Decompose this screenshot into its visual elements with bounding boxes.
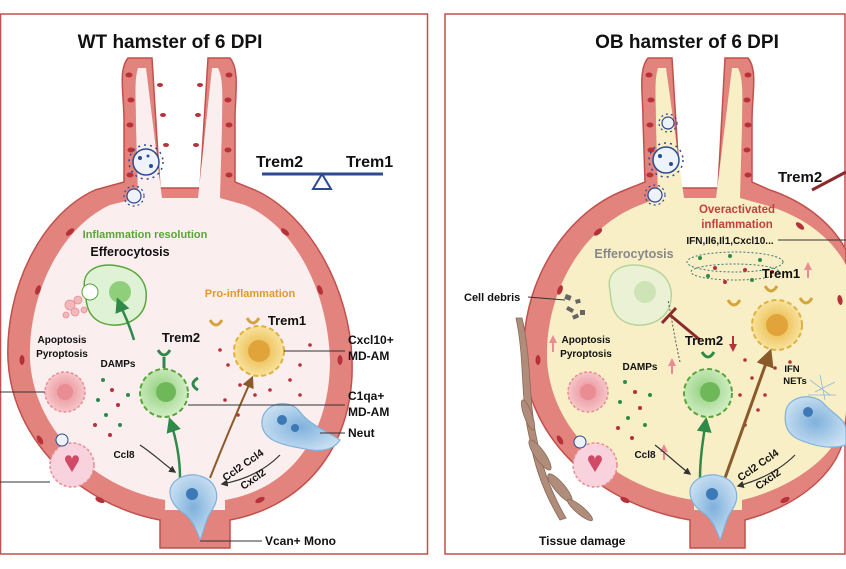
ob-damps-up-arrow-icon — [668, 358, 676, 374]
wt-balance-trem2: Trem2 — [256, 154, 303, 171]
ob-trem2-cell-label: Trem2 — [685, 333, 723, 348]
wt-efferocytosis-macrophage — [81, 264, 147, 326]
wt-efferocytosis-label: Efferocytosis — [90, 245, 169, 259]
wt-trem1-cell-label: Trem1 — [268, 313, 306, 328]
ob-efferocytosis-label: Efferocytosis — [594, 247, 673, 261]
wt-c1qa-label: C1qa+ — [348, 389, 384, 403]
wt-infected-cell — [49, 433, 95, 488]
wt-virus-icon — [128, 144, 164, 180]
wt-inflammation-resolution-label: Inflammation resolution — [83, 229, 208, 241]
ob-ccl8-label: Ccl8 — [634, 450, 656, 461]
ob-nets-web — [808, 374, 836, 401]
ob-virus-icon — [648, 142, 684, 178]
wt-cxcl10-label-2: MD-AM — [348, 349, 389, 363]
ob-trem1-cell-label: Trem1 — [762, 266, 800, 281]
ob-nets-label: NETs — [783, 376, 807, 387]
wt-trem2-cell-label: Trem2 — [162, 330, 200, 345]
wt-ccl8-arrow — [139, 444, 177, 473]
wt-neut-label: Neut — [348, 426, 375, 440]
ob-neutrophil — [784, 396, 846, 448]
wt-damps-label: DAMPs — [100, 359, 135, 370]
ob-ccl-arrow — [736, 454, 796, 488]
wt-neutrophil — [261, 403, 341, 451]
ob-tissue-damage-label: Tissue damage — [539, 534, 626, 548]
ob-balance — [811, 170, 846, 192]
wt-title: WT hamster of 6 DPI — [78, 32, 263, 53]
ob-virus-small-icon — [658, 113, 678, 133]
ob-overactivated-label: Overactivated — [699, 204, 775, 216]
wt-pyroptosis-label: Pyroptosis — [36, 349, 88, 360]
ob-inhibition-line — [669, 313, 701, 342]
wt-pro-inflammation-label: Pro-inflammation — [205, 288, 296, 300]
wt-dying-cell — [44, 371, 86, 413]
ob-trem1-up-arrow-icon — [804, 262, 812, 278]
ob-inhibition-bar — [660, 306, 678, 325]
ob-title: OB hamster of 6 DPI — [595, 32, 779, 53]
ob-dying-cell — [567, 371, 609, 413]
wt-panel: WT hamster of 6 DPI — [0, 13, 429, 555]
ob-cell-debris-pointer — [527, 296, 566, 301]
ob-apoptosis-label: Apoptosis — [562, 335, 611, 346]
ob-overactivated-label-2: inflammation — [701, 219, 773, 231]
wt-damps-dots — [93, 378, 130, 437]
wt-virus-small-icon — [123, 185, 145, 207]
ob-ifn-label: IFN — [784, 364, 799, 375]
wt-apoptosis-label: Apoptosis — [38, 335, 87, 346]
ob-cell-debris — [564, 294, 585, 320]
wt-mono-to-trem2-arrow — [166, 417, 182, 479]
ob-trem2-macrophage — [683, 351, 733, 418]
ob-damps-dots — [616, 380, 652, 440]
ob-virus-small-icon-2 — [644, 184, 666, 206]
ob-cytokines-label: IFN,Il6,Il1,Cxcl10... — [686, 236, 773, 247]
wt-vcan-label: Vcan+ Mono — [265, 534, 336, 548]
ob-damps-label: DAMPs — [622, 362, 657, 373]
ob-efferocytosis-macrophage — [608, 264, 672, 326]
wt-ccl-arrow — [220, 454, 281, 487]
wt-balance-trem1: Trem1 — [346, 154, 393, 171]
ob-trem1-macrophage — [726, 285, 814, 351]
ob-panel: OB hamster of 6 DPI — [444, 13, 846, 555]
ob-alveolus-lumen — [546, 68, 846, 510]
ob-dashed-arrow — [667, 299, 681, 363]
ob-pyroptosis-label: Pyroptosis — [560, 349, 612, 360]
ob-down-arrow-icon — [729, 336, 737, 352]
ob-infected-cell — [572, 435, 618, 488]
ob-tissue-damage-fibers — [515, 317, 593, 522]
ob-cytokine-storm — [686, 251, 784, 284]
wt-apoptotic-body — [62, 295, 88, 319]
wt-efferocytosis-arrow — [115, 297, 136, 341]
ob-mono-to-trem2-arrow — [696, 417, 712, 479]
wt-vcan-monocyte — [169, 474, 218, 542]
wt-trem2-macrophage — [139, 349, 199, 418]
wt-alveolus-lumen — [29, 68, 331, 510]
wt-cxcl10-label: Cxcl10+ — [348, 333, 394, 347]
wt-balance — [262, 172, 383, 190]
wt-ccl8-label: Ccl8 — [113, 450, 135, 461]
ob-cell-debris-label: Cell debris — [464, 292, 520, 304]
ob-mono-to-trem1-arrow — [723, 348, 774, 479]
ob-up-arrow-icon — [549, 335, 557, 352]
ob-ccl8-arrow — [654, 444, 692, 475]
wt-epithelium-nuclei — [19, 72, 343, 504]
ob-balance-trem2: Trem2 — [778, 169, 822, 186]
wt-c1qa-label-2: MD-AM — [348, 405, 389, 419]
ob-monocyte — [689, 474, 738, 542]
wt-mono-to-trem1-arrow — [209, 375, 254, 479]
